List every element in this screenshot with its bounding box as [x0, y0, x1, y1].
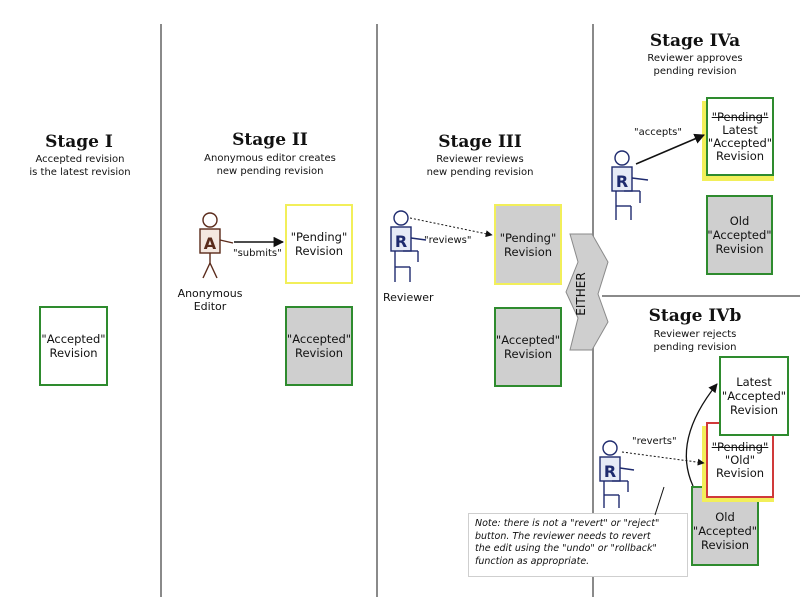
stage-4a-title: Stage IVa — [649, 31, 741, 51]
stage-2-desc-line2: new pending revision — [216, 166, 324, 177]
stage-3-desc-line1: Reviewer reviews — [436, 154, 524, 165]
anonymous-editor-icon — [199, 212, 234, 279]
box-line: Latest — [722, 122, 758, 137]
anonymous-letter: A — [204, 234, 217, 253]
stage-4b-title: Stage IVb — [648, 306, 742, 326]
box-line: Revision — [715, 465, 765, 480]
box-line: "Accepted" — [707, 135, 773, 150]
stage-4b-latest-accepted-box: Latest "Accepted" Revision — [719, 356, 789, 436]
box-line: "Accepted" — [692, 524, 758, 538]
note-line1: Note: there is not a "revert" or "reject… — [475, 518, 660, 529]
anonymous-editor-label: Anonymous Editor — [170, 287, 250, 313]
reviewer-icon — [611, 150, 649, 220]
stage-1-desc-line2: is the latest revision — [29, 167, 131, 178]
stage-1-accepted-revision-box: "Accepted" Revision — [39, 306, 108, 386]
note-line3: the edit using the "undo" or "rollback" — [475, 543, 657, 554]
reviewer-letter-stage3: R — [395, 232, 407, 251]
submits-label: "submits" — [233, 248, 282, 259]
box-line: "Accepted" — [41, 332, 106, 346]
stage-3-pending-revision-box: "Pending" Revision — [494, 204, 562, 285]
note-box: Note: there is not a "revert" or "reject… — [468, 513, 688, 577]
box-line: Revision — [700, 538, 750, 552]
reviews-label: "reviews" — [424, 235, 472, 246]
box-line: "Old" — [724, 452, 756, 467]
stage-4b-desc: Reviewer rejects pending revision — [620, 328, 770, 354]
box-line: Revision — [729, 403, 779, 417]
box-line: "Accepted" — [495, 333, 561, 347]
box-line: Revision — [715, 148, 765, 163]
box-line: Revision — [503, 347, 553, 361]
reviewer-letter-stage4b: R — [604, 462, 616, 481]
accepts-label: "accepts" — [634, 127, 682, 138]
anonymous-label-line1: Anonymous — [177, 287, 243, 300]
box-line: Latest — [736, 375, 772, 389]
stage-4a-latest-accepted-box: "Pending" Latest "Accepted" Revision — [706, 97, 774, 176]
reviewer-letter-stage4a: R — [616, 172, 628, 191]
box-line: Revision — [294, 346, 344, 360]
stage-4b-desc-line2: pending revision — [653, 342, 737, 353]
stage-3-title: Stage III — [438, 132, 522, 152]
reviews-arrow — [409, 217, 493, 238]
stage-2-accepted-revision-box: "Accepted" Revision — [285, 306, 353, 386]
note-line2: button. The reviewer needs to revert — [475, 530, 651, 542]
stage-2-desc-line1: Anonymous editor creates — [204, 153, 336, 164]
stage-4b-desc-line1: Reviewer rejects — [653, 329, 737, 340]
box-line: "Accepted" — [721, 389, 787, 403]
stage-4a-desc: Reviewer approves pending revision — [620, 52, 770, 78]
box-line: "Accepted" — [286, 332, 352, 346]
box-line: Revision — [49, 346, 98, 360]
stage-3-accepted-revision-box: "Accepted" Revision — [494, 307, 562, 387]
either-label: EITHER — [574, 272, 588, 315]
stage-3-desc-line2: new pending revision — [426, 167, 534, 178]
box-line-struck: "Pending" — [711, 109, 769, 124]
stage-1-desc: Accepted revision is the latest revision — [5, 153, 155, 179]
divider-2 — [376, 24, 378, 597]
reviewer-icon — [390, 210, 427, 282]
box-line-struck: "Pending" — [711, 439, 769, 454]
revert-curve-arrow — [685, 383, 718, 487]
reviewer-label: Reviewer — [383, 291, 434, 304]
box-line: "Pending" — [499, 230, 557, 245]
either-arrow-icon — [565, 233, 609, 351]
stage-1-title: Stage I — [45, 132, 113, 152]
divider-1 — [160, 24, 162, 597]
box-line: Revision — [503, 244, 553, 259]
stage-2-pending-revision-box: "Pending" Revision — [285, 204, 353, 284]
note-line4: function as appropriate. — [475, 555, 590, 567]
reverts-arrow — [621, 451, 705, 466]
note-pointer-line — [654, 486, 665, 516]
box-line: Revision — [294, 244, 344, 258]
reviewer-icon — [599, 440, 635, 508]
stage-1-desc-line1: Accepted revision — [35, 154, 125, 165]
stage-3-desc: Reviewer reviews new pending revision — [400, 153, 560, 179]
box-line: Revision — [715, 242, 764, 256]
box-line: "Pending" — [290, 230, 348, 244]
anonymous-label-line2: Editor — [193, 300, 227, 313]
box-line: Old — [715, 510, 735, 524]
box-line: "Accepted" — [707, 228, 772, 242]
reverts-label: "reverts" — [632, 436, 677, 447]
stage-2-title: Stage II — [232, 130, 308, 150]
accepts-arrow — [635, 133, 705, 165]
box-line: Old — [729, 214, 750, 228]
stage-4a-old-accepted-box: Old "Accepted" Revision — [706, 195, 773, 275]
stage-2-desc: Anonymous editor creates new pending rev… — [190, 152, 350, 178]
stage-4a-desc-line2: pending revision — [653, 66, 737, 77]
stage-4a-desc-line1: Reviewer approves — [647, 53, 743, 64]
